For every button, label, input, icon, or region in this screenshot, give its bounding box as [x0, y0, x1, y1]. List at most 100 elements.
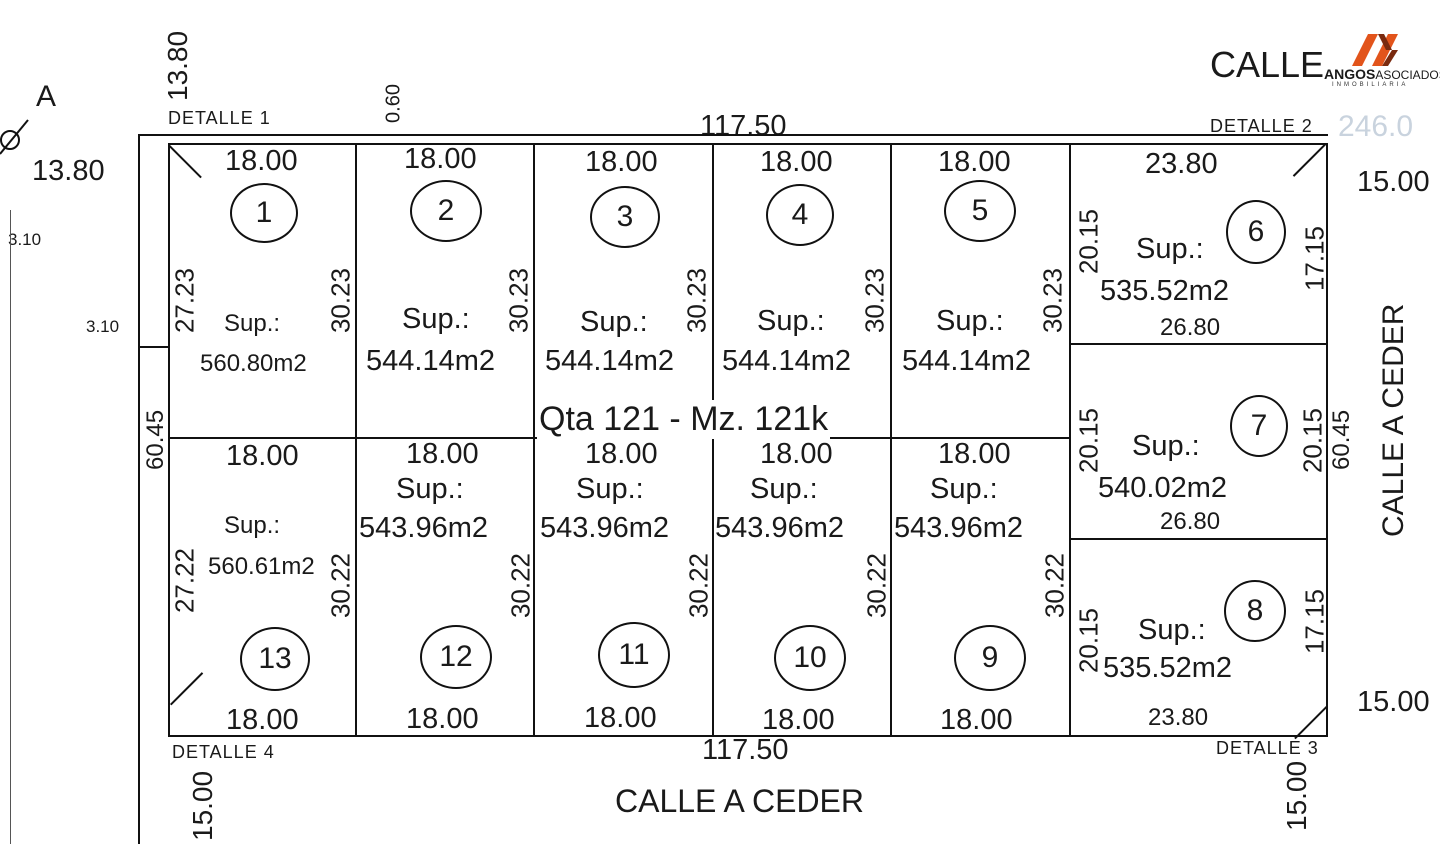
dim-top-offset: 0.60	[382, 84, 405, 123]
lot-3-front: 18.00	[585, 146, 658, 178]
lot-5-area: 544.14m2	[902, 345, 1031, 377]
lot-12-sup: Sup.:	[396, 473, 464, 505]
logo: ANGOSASOCIADOS INMOBILIARIA	[1322, 30, 1440, 90]
lot-12-area: 543.96m2	[359, 512, 488, 544]
lot-9-front: 18.00	[940, 704, 1013, 736]
lot-3-number: 3	[590, 186, 660, 248]
dim-bottom-right: 15.00	[1281, 760, 1312, 831]
dim-left-small-2: 3.10	[86, 317, 120, 336]
street-top-label: CALLE	[1210, 44, 1325, 85]
lot-11-top: 18.00	[585, 438, 658, 470]
dim-top-length: 117.50	[700, 110, 787, 142]
lot-8-area: 535.52m2	[1103, 652, 1232, 684]
logo-name-rest: ASOCIADOS	[1375, 68, 1440, 82]
detail-1-label: DETALLE 1	[168, 108, 271, 128]
lot-13-right: 30.22	[325, 552, 356, 619]
lot-10-top: 18.00	[760, 438, 833, 470]
lot-9-sup: Sup.:	[930, 473, 998, 505]
lot-6-right: 17.15	[1299, 225, 1330, 292]
lot-11-area: 543.96m2	[540, 512, 669, 544]
lot-1-sup: Sup.:	[224, 310, 281, 337]
lot-10-number: 10	[774, 625, 846, 691]
lot-11-right: 30.22	[683, 552, 714, 619]
lot-11-front: 18.00	[584, 702, 657, 734]
dim-bottom-length: 117.50	[702, 734, 789, 766]
lot-6-bottom: 26.80	[1160, 314, 1221, 341]
lot-10-right: 30.22	[861, 552, 892, 619]
dim-right-depth: 60.45	[1328, 409, 1355, 470]
lot-6-top: 23.80	[1145, 148, 1218, 180]
street-right-label: CALLE A CEDER	[1377, 303, 1410, 537]
lot-8-left: 20.15	[1073, 607, 1104, 674]
lot-13-number: 13	[240, 627, 310, 691]
lot-3-sup: Sup.:	[580, 306, 648, 338]
lot-12-right: 30.22	[505, 552, 536, 619]
lot-2-sup: Sup.:	[402, 303, 470, 335]
dim-left-small: 3.10	[8, 230, 42, 249]
logo-name-bold: ANGOS	[1324, 66, 1376, 82]
lot-7-left: 20.15	[1073, 407, 1104, 474]
lot-12-top: 18.00	[406, 438, 479, 470]
lot-8-sup: Sup.:	[1138, 614, 1206, 646]
detail-4-label: DETALLE 4	[172, 742, 275, 762]
lot-1-right: 30.23	[325, 267, 356, 334]
dim-bottom-left: 15.00	[187, 770, 218, 841]
detail-3-label: DETALLE 3	[1216, 738, 1319, 758]
lot-4-front: 18.00	[760, 146, 833, 178]
lot-13-front: 18.00	[226, 704, 299, 736]
lot-2-area: 544.14m2	[366, 345, 495, 377]
letter-a: A	[36, 80, 57, 113]
lot-8-right: 17.15	[1299, 588, 1330, 655]
logo-mark-icon	[1352, 34, 1398, 66]
lot-7-right: 20.15	[1297, 407, 1328, 474]
lot-4-right: 30.23	[859, 267, 890, 334]
lot-5-front: 18.00	[938, 146, 1011, 178]
lot-10-sup: Sup.:	[750, 473, 818, 505]
lot-1-number: 1	[230, 183, 298, 243]
lot-13-top: 18.00	[226, 440, 299, 472]
lot-11-number: 11	[598, 622, 670, 688]
lot-13-area: 560.61m2	[208, 553, 315, 580]
dim-right-bottom: 15.00	[1357, 686, 1430, 718]
point-marker-icon	[0, 119, 29, 155]
street-bottom-label: CALLE A CEDER	[615, 783, 864, 819]
lot-3-right: 30.23	[681, 267, 712, 334]
lot-4-area: 544.14m2	[722, 345, 851, 377]
ghost-dimension: 246.0	[1338, 110, 1414, 143]
lot-5-sup: Sup.:	[936, 305, 1004, 337]
logo-tagline: INMOBILIARIA	[1332, 82, 1409, 88]
lot-7-bottom: 26.80	[1160, 508, 1221, 535]
lot-9-number: 9	[954, 625, 1026, 691]
lot-13-sup: Sup.:	[224, 512, 281, 539]
lot-2-front: 18.00	[404, 143, 477, 175]
lot-12-front: 18.00	[406, 703, 479, 735]
block-label: Qta 121 - Mz. 121k	[537, 400, 831, 439]
lot-10-front: 18.00	[762, 704, 835, 736]
lot-1-area: 560.80m2	[200, 350, 307, 377]
lot-11-sup: Sup.:	[576, 473, 644, 505]
lot-8-bottom: 23.80	[1148, 704, 1209, 731]
lot-4-sup: Sup.:	[757, 305, 825, 337]
lot-1-left: 27.23	[169, 267, 200, 334]
lot-6-number: 6	[1226, 200, 1286, 264]
lot-5-number: 5	[944, 180, 1016, 242]
lot-1-front: 18.00	[225, 145, 298, 177]
lot-6-area: 535.52m2	[1100, 275, 1229, 307]
lot-9-top: 18.00	[938, 438, 1011, 470]
lot-3-area: 544.14m2	[545, 345, 674, 377]
lot-2-right: 30.23	[503, 267, 534, 334]
lot-5-right: 30.23	[1037, 267, 1068, 334]
detail-2-label: DETALLE 2	[1210, 116, 1313, 136]
lot-7-area: 540.02m2	[1098, 472, 1227, 504]
dim-right-top: 15.00	[1357, 166, 1430, 198]
lot-8-number: 8	[1224, 580, 1286, 642]
lot-6-left: 20.15	[1073, 208, 1104, 275]
lot-7-number: 7	[1230, 395, 1288, 457]
lot-12-number: 12	[420, 625, 492, 689]
lot-7-sup: Sup.:	[1132, 430, 1200, 462]
lot-9-right: 30.22	[1039, 552, 1070, 619]
lot-6-sup: Sup.:	[1136, 233, 1204, 265]
dim-top-left-vertical: 13.80	[162, 30, 193, 101]
lot-4-number: 4	[766, 184, 834, 246]
lot-9-area: 543.96m2	[894, 512, 1023, 544]
